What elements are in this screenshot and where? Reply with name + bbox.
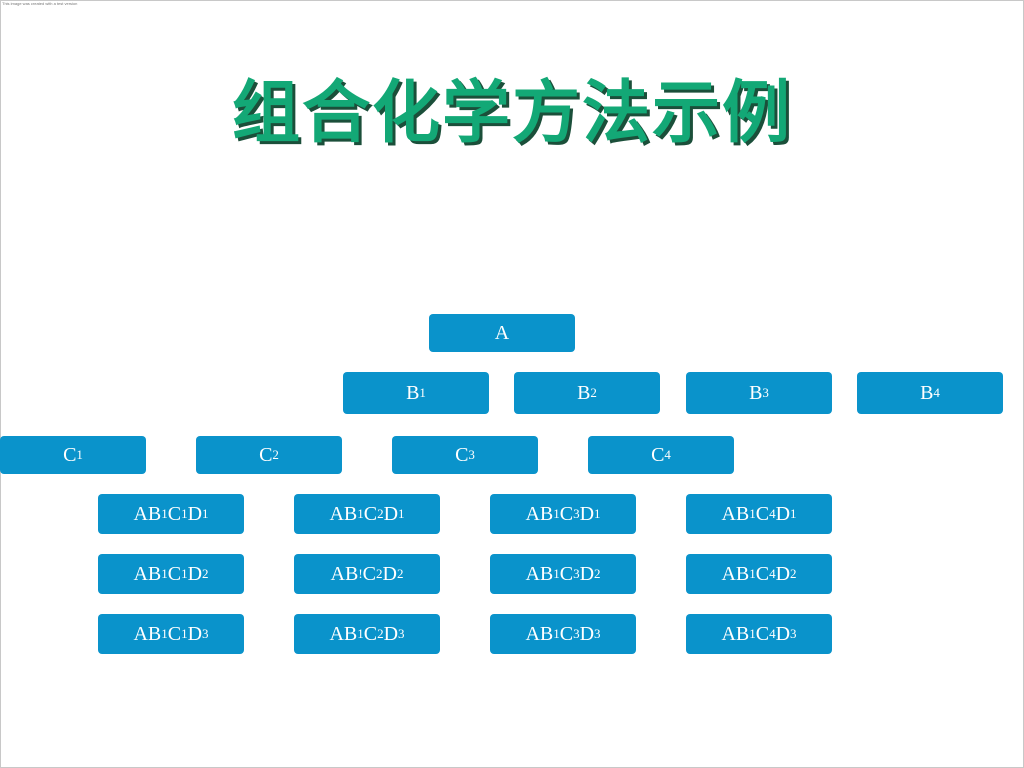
node-label-base: C bbox=[755, 502, 770, 525]
node-label-base: D bbox=[775, 502, 791, 525]
node-label-base: D bbox=[187, 562, 203, 585]
node-label-base: AB bbox=[525, 502, 554, 525]
node-label-base: C bbox=[559, 622, 574, 645]
node-label-base: B bbox=[920, 381, 934, 404]
node-label-base: D bbox=[579, 622, 595, 645]
node-label-base: B bbox=[577, 381, 591, 404]
node-label-base: D bbox=[383, 622, 399, 645]
node-label-base: D bbox=[187, 502, 203, 525]
node-label-base: C bbox=[363, 622, 378, 645]
node-label-base: AB bbox=[525, 622, 554, 645]
node-label-base: AB bbox=[721, 562, 750, 585]
node-label-base: C bbox=[651, 443, 665, 466]
node-label-base: AB bbox=[525, 562, 554, 585]
node-label-base: D bbox=[579, 502, 595, 525]
node-label-base: D bbox=[775, 622, 791, 645]
node-label-base: C bbox=[559, 562, 574, 585]
node-label-base: AB bbox=[330, 562, 359, 585]
node-label-base: D bbox=[382, 562, 397, 585]
node-label-base: C bbox=[455, 443, 469, 466]
node-label-base: D bbox=[579, 562, 595, 585]
node-label-base: C bbox=[755, 622, 770, 645]
node-label-base: AB bbox=[329, 502, 358, 525]
node-label-base: C bbox=[167, 622, 182, 645]
node-label-base: C bbox=[362, 562, 377, 585]
node-label-base: AB bbox=[721, 502, 750, 525]
slide-title: 组合化学方法示例 bbox=[231, 74, 792, 153]
node-box-a-1: A bbox=[429, 314, 575, 352]
node-label-base: D bbox=[775, 562, 791, 585]
node-label-base: D bbox=[383, 502, 399, 525]
corner-mark: This image was created with a test versi… bbox=[2, 1, 78, 6]
node-label-base: C bbox=[167, 562, 182, 585]
node-label-base: AB bbox=[133, 562, 162, 585]
node-label-base: C bbox=[363, 502, 378, 525]
node-label-base: AB bbox=[133, 622, 162, 645]
node-label-base: AB bbox=[133, 502, 162, 525]
node-label-base: B bbox=[406, 381, 420, 404]
node-label-base: B bbox=[749, 381, 763, 404]
node-label-base: AB bbox=[329, 622, 358, 645]
node-label-base: C bbox=[259, 443, 273, 466]
node-label-base: D bbox=[187, 622, 203, 645]
node-label-base: C bbox=[63, 443, 77, 466]
node-label-base: C bbox=[167, 502, 182, 525]
node-label-base: C bbox=[755, 562, 770, 585]
node-label-base: AB bbox=[721, 622, 750, 645]
node-label-base: A bbox=[494, 321, 510, 344]
node-label-base: C bbox=[559, 502, 574, 525]
